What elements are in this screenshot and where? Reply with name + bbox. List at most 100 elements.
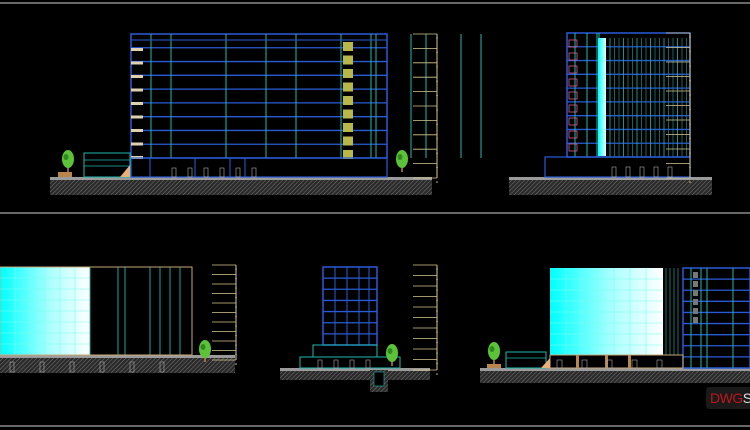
level-dot [235,353,237,356]
level-dot [235,344,237,346]
level-dot [235,315,237,318]
stair-window [693,308,698,314]
balcony-rail [568,117,578,126]
level-dot [436,138,438,140]
stair-landing [343,55,353,65]
level-dot [436,289,438,291]
balcony [131,61,143,65]
level-dot [235,277,237,280]
balcony [131,142,143,146]
stair-window [693,272,698,278]
door-icon [39,361,45,373]
door-icon [129,361,135,373]
ground-line [509,177,712,180]
planter [58,172,72,177]
level-dot [436,310,438,312]
level-dot [689,181,691,183]
ground-hatch [50,180,432,195]
ground-line [50,177,432,180]
level-dot [689,94,691,96]
level-dot [235,363,237,365]
door-icon [317,359,323,369]
watermark-text-red: DWG [710,390,743,406]
stair-landing [343,82,353,92]
ground-line [280,368,430,371]
stair-window [693,317,698,323]
level-dot [436,94,438,97]
balcony-rail [568,65,578,74]
ground-line [0,355,235,358]
level-dot [689,65,691,67]
watermark-text-white: Sh [742,390,750,406]
tree-shade [200,344,206,350]
door-icon [656,359,663,369]
podium-canopy [505,351,547,369]
pilaster [576,355,579,368]
stair-landing [343,136,353,146]
ground-hatch [480,371,750,383]
level-dot [689,36,691,38]
balcony [131,129,143,132]
stair-window [693,299,698,305]
glass-strip [598,38,606,156]
ground-line [480,368,750,371]
balcony [131,115,143,119]
level-dot [235,296,237,299]
level-dot [235,287,237,289]
building-outline [566,32,691,158]
ground-floor [130,157,388,178]
door-icon [69,361,75,373]
door-icon [639,166,645,178]
level-dot [689,50,691,53]
balcony [131,48,143,51]
door-icon [667,166,673,178]
door-icon [625,166,631,178]
level-dot [689,79,691,82]
planter [487,364,501,368]
level-dot [235,334,237,337]
balcony-rail [568,78,578,87]
level-dot [235,306,237,308]
balcony-rail [568,91,578,100]
pilaster [605,355,608,368]
pit-void [373,371,385,387]
level-dot [436,123,438,126]
level-dot [689,137,691,140]
door-icon [631,359,638,369]
level-dot [436,341,438,344]
ground-hatch [280,371,430,380]
level-dot [436,51,438,54]
level-dot [689,108,691,111]
balcony-rail [568,39,578,48]
door-icon [581,359,588,369]
balcony-rail [568,104,578,113]
podium-upper [312,344,378,358]
door-icon [203,167,209,178]
ramp [541,358,550,368]
level-dot [689,123,691,125]
level-dot [235,268,237,270]
door-icon [99,361,105,373]
level-dot [436,320,438,323]
level-dot [436,331,438,333]
balcony [131,75,143,78]
balcony [131,102,143,105]
stair-landing [343,96,353,105]
ground-hatch [0,358,235,373]
tree-shade [387,348,393,354]
door-icon [187,167,193,178]
door-icon [606,359,613,369]
pilaster [628,355,631,368]
tree-icon [386,344,398,362]
balcony-rail [568,52,578,61]
level-dot [436,109,438,111]
building-outline [682,267,750,369]
level-dot [436,166,438,169]
tree-icon [488,342,500,360]
ramp [120,165,130,177]
level-dot [436,37,438,39]
level-dot [436,181,438,183]
tree-icon [396,150,408,168]
